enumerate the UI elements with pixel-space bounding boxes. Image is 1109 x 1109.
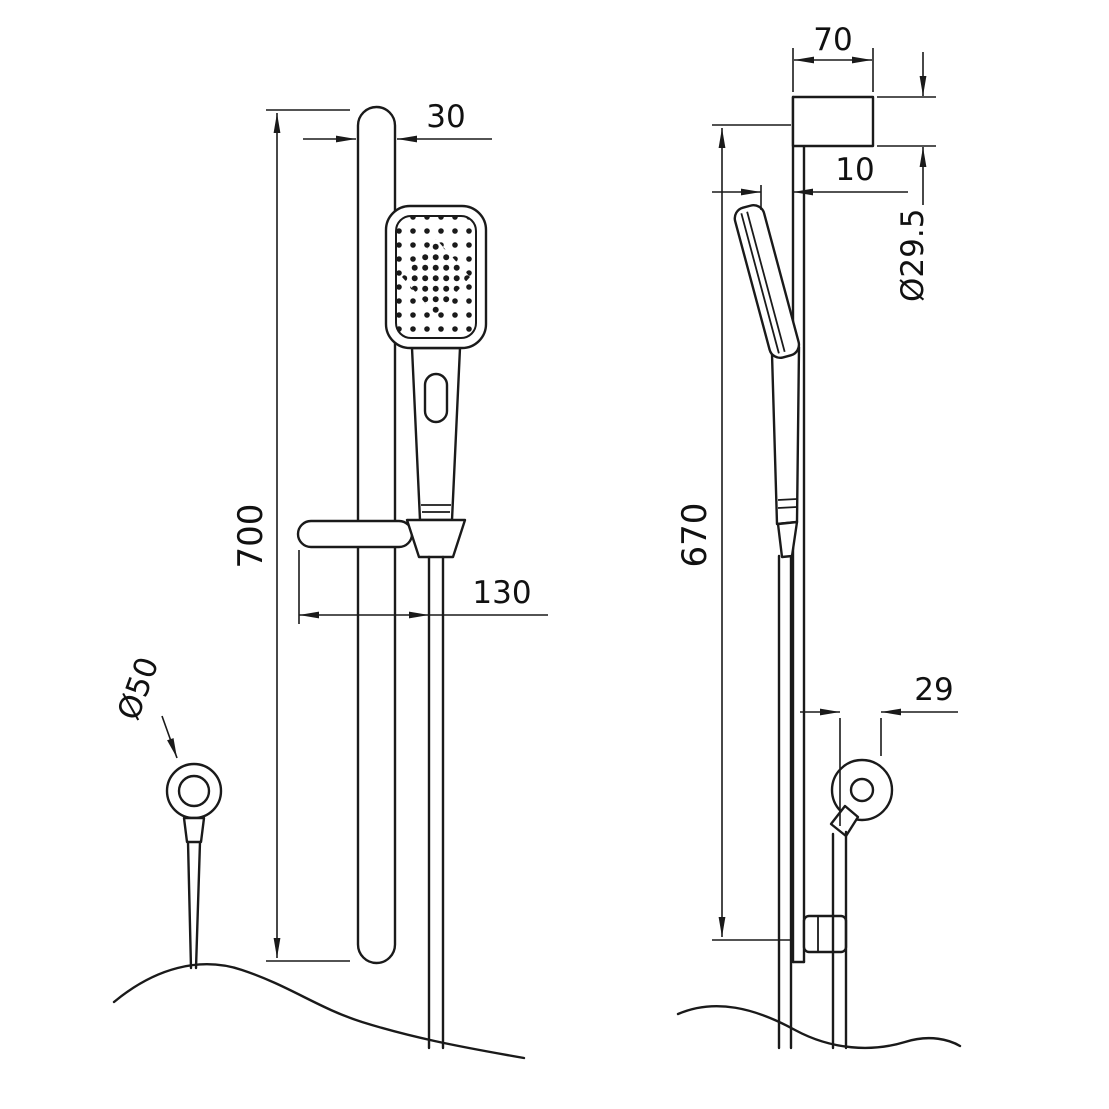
ring-fitting xyxy=(182,816,206,844)
dim-label-tube-diameter: Ø29.5 xyxy=(895,209,931,302)
dim-rail-height: 700 xyxy=(231,109,350,962)
dim-head-gap: 10 xyxy=(712,152,908,210)
dim-label-ring-diameter: Ø50 xyxy=(111,652,167,724)
hose-cone-side xyxy=(776,520,799,559)
shower-head-side xyxy=(733,204,801,359)
wall-bracket-top xyxy=(791,95,875,148)
hose-front xyxy=(427,555,445,1050)
dim-slider-offset: 130 xyxy=(298,550,548,624)
ground-line-right xyxy=(676,1004,962,1050)
slider-bracket-front xyxy=(296,519,414,549)
dim-label-rail-height: 700 xyxy=(231,504,271,569)
dim-label-outlet-offset: 29 xyxy=(914,672,953,708)
side-view: 70 10 Ø29.5 670 xyxy=(675,22,962,1050)
spray-diamond-dots xyxy=(402,239,470,315)
dim-ring-diameter: Ø50 xyxy=(111,652,178,759)
slider-clamp-side xyxy=(802,914,848,954)
ground-line-left xyxy=(112,963,526,1060)
hose-side xyxy=(777,553,793,1050)
hose-cone-front xyxy=(405,518,467,559)
wall-outlet xyxy=(829,758,894,1050)
dim-label-rail-span: 670 xyxy=(675,503,715,568)
wall-ring xyxy=(165,762,223,970)
outlet-flange xyxy=(830,758,894,822)
hand-shower-handle-front xyxy=(410,346,462,522)
handle-button xyxy=(423,372,449,424)
dim-outlet-offset: 29 xyxy=(800,672,958,826)
dim-label-head-gap: 10 xyxy=(835,152,874,188)
front-view: 30 700 130 Ø50 xyxy=(111,99,548,1060)
dim-bracket-depth: 70 xyxy=(792,22,874,92)
hand-shower-handle-side xyxy=(770,345,801,559)
shower-head-front xyxy=(384,204,488,350)
dim-rail-span: 670 xyxy=(675,124,791,941)
dim-rail-width: 30 xyxy=(303,99,492,143)
dim-label-rail-width: 30 xyxy=(426,99,465,135)
dim-label-bracket-depth: 70 xyxy=(813,22,852,58)
dim-label-slider-offset: 130 xyxy=(472,575,531,611)
dim-tube-diameter: Ø29.5 xyxy=(877,52,936,302)
